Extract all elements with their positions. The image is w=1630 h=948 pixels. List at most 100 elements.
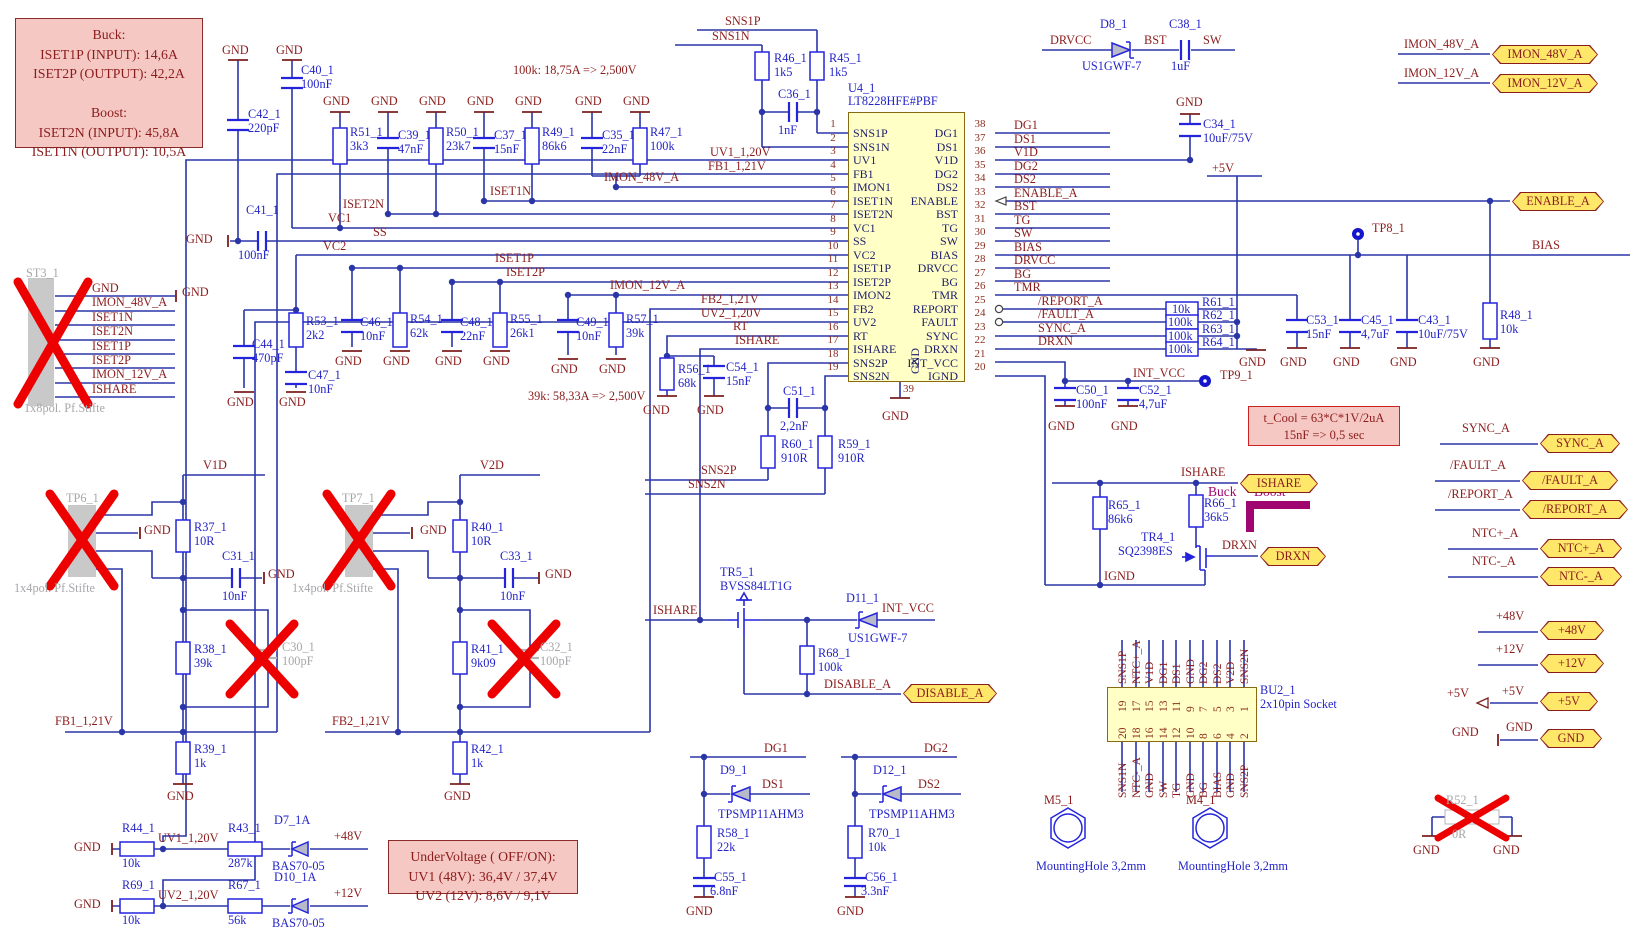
net-label: DRVCC (1050, 33, 1092, 47)
ic-pin-name: BG (941, 275, 958, 289)
component-label: 4,7uF (1361, 327, 1390, 341)
net-tag-text: DRXN (1261, 548, 1325, 565)
net-label: GND (1333, 355, 1360, 369)
net-label: RT (733, 319, 748, 333)
ic-pin-number: 1 (830, 118, 836, 130)
net-label: SW (1014, 226, 1033, 240)
deleted-label: C32_1 (540, 640, 573, 654)
net-label: UV2_1,20V (158, 888, 219, 902)
component-label: R38_1 (194, 642, 227, 656)
bu2-pin-number: 2 (1239, 733, 1251, 739)
ic-pin-number: 35 (974, 159, 986, 171)
net-label: +5V (1502, 684, 1524, 698)
net-tag-drxn: DRXN (1260, 547, 1326, 566)
net-label: GND (276, 43, 303, 57)
ic-pin-name: IMON2 (853, 288, 891, 302)
net-label: GND (837, 904, 864, 918)
bu2-pin-number: 6 (1212, 733, 1224, 739)
component-label: C46_1 (360, 315, 393, 329)
note-line: ISET1P (INPUT): 14,6A (40, 46, 178, 62)
component-label: 1k5 (829, 65, 848, 79)
bu2-pin-number: 3 (1225, 706, 1237, 712)
net-label: DG2 (924, 741, 948, 755)
note-line: 15nF => 0,5 sec (1283, 427, 1365, 442)
component-label: 2x10pin Socket (1260, 697, 1337, 711)
component-label: 4,7uF (1139, 397, 1168, 411)
tr4-mosfet (1182, 545, 1214, 571)
deleted-label: 0R (1452, 827, 1467, 841)
ic-pin-name: FB2 (853, 302, 874, 316)
ic-pin-name: ISHARE (853, 342, 897, 356)
component-label: TPSMP11AHM3 (718, 807, 804, 821)
component-label: C43_1 (1418, 313, 1451, 327)
ic-pin-number: 36 (974, 145, 986, 157)
net-label: GND (268, 567, 295, 581)
component-label: 10uF/75V (1203, 131, 1253, 145)
ic-pin-number: 6 (830, 186, 836, 198)
bu2-pin-number: 14 (1158, 727, 1170, 740)
note-line: ISET2N (INPUT): 45,8A (38, 124, 180, 140)
net-label: FB1_1,21V (708, 159, 766, 173)
component-label: R68_1 (818, 646, 851, 660)
component-label: 2k2 (306, 328, 325, 342)
component-label: 6.8nF (710, 884, 739, 898)
bu2-pin-number: 11 (1171, 700, 1183, 712)
component-label: 1k (194, 756, 207, 770)
component-label: C49_1 (576, 315, 609, 329)
net-label: IMON_12V_A (1404, 66, 1480, 80)
net-label: IGND (1104, 569, 1135, 583)
component-label: R43_1 (228, 821, 261, 835)
net-label: GND (420, 523, 447, 537)
component-label: U4_1 (848, 81, 876, 95)
component-label: 10nF (222, 589, 248, 603)
component-label: R47_1 (650, 125, 683, 139)
bu2-socket-body (1107, 687, 1257, 742)
net-label: TG (1014, 213, 1031, 227)
net-label: VC2 (323, 239, 347, 253)
note-line: ISET1N (OUTPUT): 10,5A (31, 144, 187, 160)
ic-pin-number: 29 (974, 240, 986, 252)
net-label: FB2_1,21V (701, 292, 759, 306)
component-label: 910R (781, 451, 808, 465)
component-label: R46_1 (774, 51, 807, 65)
component-label: 56k (228, 913, 247, 927)
net-label: +5V (1447, 686, 1469, 700)
component-label: 100k (818, 660, 843, 674)
note-line (16, 84, 202, 104)
net-label: DRVCC (1014, 253, 1056, 267)
net-tag-reporta: /REPORT_A (1522, 500, 1628, 519)
bu2-pin-number: 5 (1212, 706, 1224, 712)
net-label: TP8_1 (1372, 221, 1405, 235)
net-label: GND (515, 94, 542, 108)
net-label: ISET2N (343, 197, 384, 211)
net-label: GND (882, 409, 909, 423)
net-label: ISET2P (506, 265, 545, 279)
bu2-top-net-label: DG1 (1158, 661, 1170, 684)
r52-x-mark (1434, 794, 1510, 842)
ic-pin-number: 27 (974, 267, 986, 279)
net-label: GND (483, 354, 510, 368)
component-label: 68k (678, 376, 697, 390)
net-label: UV1_1,20V (710, 145, 771, 159)
component-label: C44_1 (252, 337, 285, 351)
net-label: GND (1413, 843, 1440, 857)
net-label: M5_1 (1044, 793, 1074, 807)
note-line: UnderVoltage ( OFF/ON): (410, 849, 556, 864)
diodes (288, 41, 1134, 915)
component-label: SQ2398ES (1118, 544, 1173, 558)
net-label: FB2_1,21V (332, 714, 390, 728)
component-label: R55_1 (510, 312, 543, 326)
ic-pin-name: ENABLE (910, 194, 958, 208)
component-label: C56_1 (865, 870, 898, 884)
component-label: R45_1 (829, 51, 862, 65)
net-label: GND (697, 403, 724, 417)
ic-pin-name: TG (942, 221, 958, 235)
component-label: C31_1 (222, 549, 255, 563)
bu2-bottom-net-label: NTC-_A (1131, 757, 1143, 798)
net-label: GND (1176, 95, 1203, 109)
note-line: UV1 (48V): 36,4V / 37,4V (408, 868, 558, 884)
net-label: IMON_12V_A (92, 367, 168, 381)
bu2-bottom-net-label: BG (1198, 782, 1210, 798)
capacitors-h (230, 40, 1191, 588)
net-tag-text: IMON_48V_A (1493, 46, 1597, 63)
